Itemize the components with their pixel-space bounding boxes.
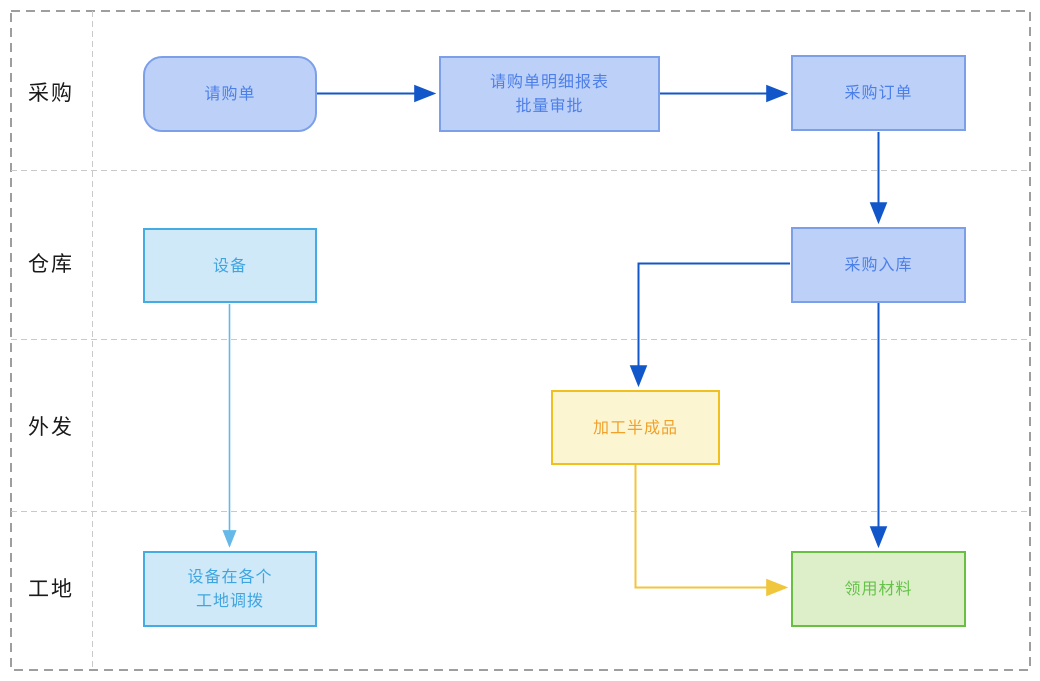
lane-label-procurement: 采购 — [28, 81, 74, 105]
node-material-requisition[interactable]: 领用材料 — [791, 551, 966, 627]
node-purchase-order[interactable]: 采购订单 — [791, 55, 966, 131]
node-equipment[interactable]: 设备 — [143, 228, 317, 303]
node-purchase-requisition[interactable]: 请购单 — [143, 56, 317, 132]
edge-inbound-to-semifinished-arrow — [629, 262, 790, 388]
edge-semifinished-to-material-arrow — [634, 465, 789, 597]
node-process-semifinished[interactable]: 加工半成品 — [551, 390, 720, 465]
lane-label-outsourcing: 外发 — [28, 415, 74, 439]
lane-label-warehouse: 仓库 — [28, 252, 74, 276]
node-purchase-inbound[interactable]: 采购入库 — [791, 227, 966, 303]
node-requisition-detail-report-batch-approval[interactable]: 请购单明细报表 批量审批 — [439, 56, 660, 132]
lane-label-worksite: 工地 — [28, 577, 74, 601]
node-equipment-site-transfer[interactable]: 设备在各个 工地调拨 — [143, 551, 317, 627]
